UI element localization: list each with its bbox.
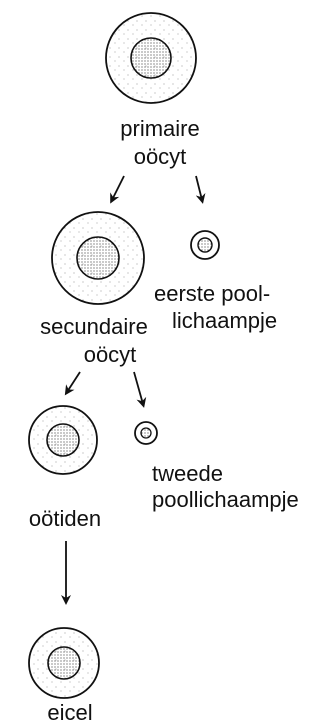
arrow-to-ootid bbox=[64, 371, 81, 396]
first-polar-body-label-line1: eerste pool- bbox=[154, 281, 270, 306]
secondary-oocyte-label-line1: secundaire bbox=[40, 314, 148, 339]
first-polar-body-cell bbox=[190, 230, 220, 260]
primary-oocyte-label-line2: oöcyt bbox=[134, 144, 187, 169]
egg-cell bbox=[28, 627, 100, 699]
egg-label: eicel bbox=[47, 700, 92, 724]
second-polar-body-label-line1: tweede bbox=[152, 461, 223, 486]
primary-oocyte-label-line1: primaire bbox=[120, 116, 199, 141]
first-polar-body-label-line2: lichaampje bbox=[172, 308, 277, 333]
arrow-to-second-polar-body bbox=[133, 371, 147, 408]
secondary-oocyte-label-line2: oöcyt bbox=[84, 342, 137, 367]
second-polar-body-cell bbox=[134, 421, 158, 445]
arrow-to-first-polar-body bbox=[195, 175, 206, 204]
ootid-label: oötiden bbox=[29, 506, 101, 531]
secondary-oocyte-cell bbox=[51, 211, 145, 305]
second-polar-body-label-line2: poollichaampje bbox=[152, 487, 299, 512]
primary-oocyte-cell bbox=[105, 12, 197, 104]
ootid-cell bbox=[28, 405, 98, 475]
arrow-to-secondary-oocyte bbox=[110, 175, 125, 204]
